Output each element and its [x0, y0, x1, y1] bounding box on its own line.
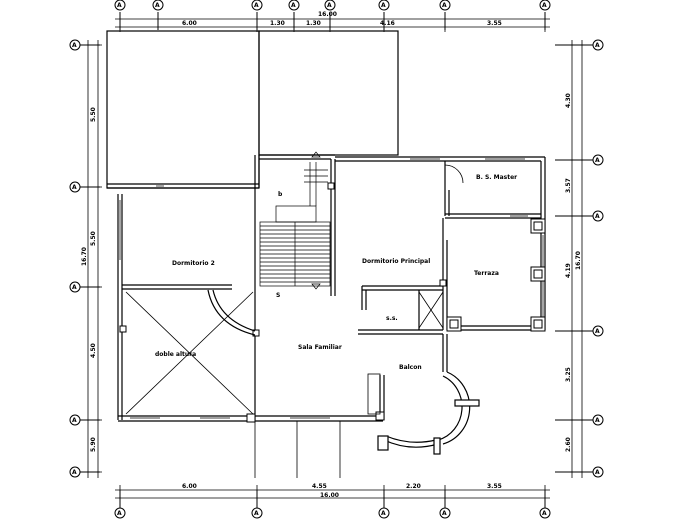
axis-label: A — [542, 510, 547, 517]
dim-top-5: 3.55 — [487, 20, 502, 27]
balcony — [377, 371, 480, 455]
room-terrace-label: Terraza — [474, 270, 499, 277]
axis-label: A — [595, 157, 600, 164]
axis-labels-bottom: A A A A A — [117, 510, 547, 517]
dimension-texts-left: 5.50 5.50 4.50 5.90 16.70 — [81, 107, 97, 452]
dim-right-4: 3.25 — [565, 367, 572, 382]
room-dormitorio-principal-label: Dormitorio Principal — [362, 258, 430, 265]
axis-label: A — [155, 2, 160, 9]
axis-label: A — [542, 2, 547, 9]
dim-bottom-4: 3.55 — [487, 483, 502, 490]
room-labels: B. S. Master b Dormitorio 2 Dormitorio P… — [155, 174, 517, 371]
dimension-texts-bottom: 6.00 4.55 2.20 3.55 16.00 — [182, 483, 502, 499]
axis-label: A — [72, 184, 77, 191]
dimension-texts-right: 4.30 3.57 4.19 3.25 2.60 16.70 — [565, 93, 582, 452]
dim-top-2: 1.30 — [270, 20, 285, 27]
axis-label: A — [117, 510, 122, 517]
axis-label: A — [595, 213, 600, 220]
axis-label: A — [595, 42, 600, 49]
dim-left-total: 16.70 — [81, 247, 88, 266]
axis-label: A — [595, 469, 600, 476]
axis-label: A — [117, 2, 122, 9]
columns — [119, 182, 546, 423]
axis-label: A — [595, 328, 600, 335]
double-height-void — [125, 291, 254, 415]
room-bath-label: b — [278, 191, 283, 198]
dim-bottom-1: 6.00 — [182, 483, 197, 490]
dim-right-total: 16.70 — [575, 251, 582, 270]
axis-label: A — [595, 417, 600, 424]
room-balcon-label: Balcon — [399, 364, 422, 371]
doors — [367, 164, 464, 415]
dim-left-2: 5.50 — [90, 231, 97, 246]
room-sala-familiar-label: Sala Familiar — [298, 344, 342, 351]
dim-right-3: 4.19 — [565, 263, 572, 278]
dim-right-5: 2.60 — [565, 437, 572, 452]
dim-left-4: 5.90 — [90, 437, 97, 452]
axis-label: A — [381, 510, 386, 517]
axis-label: A — [72, 469, 77, 476]
room-master-bath-label: B. S. Master — [476, 174, 517, 181]
axis-labels-right: A A A A A A — [595, 42, 600, 476]
axis-label: A — [72, 417, 77, 424]
axis-label: A — [72, 42, 77, 49]
curved-wall — [207, 289, 256, 336]
dim-bottom-3: 2.20 — [406, 483, 421, 490]
staircase — [259, 151, 331, 290]
dim-top-1: 6.00 — [182, 20, 197, 27]
dim-right-1: 4.30 — [565, 93, 572, 108]
stair-mark: S — [276, 292, 280, 299]
dim-right-2: 3.57 — [565, 178, 572, 193]
dimension-texts-top: 16.00 6.00 1.30 1.30 4.16 3.55 — [182, 11, 502, 27]
axis-label: A — [381, 2, 386, 9]
axis-label: A — [254, 510, 259, 517]
axis-label: A — [72, 284, 77, 291]
axis-labels-top: A A A A A A A A — [117, 2, 547, 9]
axis-labels-left: A A A A A — [72, 42, 77, 476]
room-double-height-label: doble altura — [155, 351, 196, 358]
dim-left-1: 5.50 — [90, 107, 97, 122]
axis-label: A — [442, 510, 447, 517]
dim-top-3: 1.30 — [306, 20, 321, 27]
room-ss-label: s.s. — [386, 315, 398, 322]
dim-top-4: 4.16 — [380, 20, 395, 27]
front-lines — [254, 421, 341, 478]
room-dormitorio-2-label: Dormitorio 2 — [172, 260, 215, 267]
dim-bottom-2: 4.55 — [312, 483, 327, 490]
axis-label: A — [291, 2, 296, 9]
dim-bottom-total: 16.00 — [320, 492, 339, 499]
dim-left-3: 4.50 — [90, 343, 97, 358]
dimension-lines — [84, 15, 586, 503]
axis-label: A — [254, 2, 259, 9]
axis-label: A — [327, 2, 332, 9]
axis-label: A — [442, 2, 447, 9]
dim-top-total: 16.00 — [318, 11, 337, 18]
